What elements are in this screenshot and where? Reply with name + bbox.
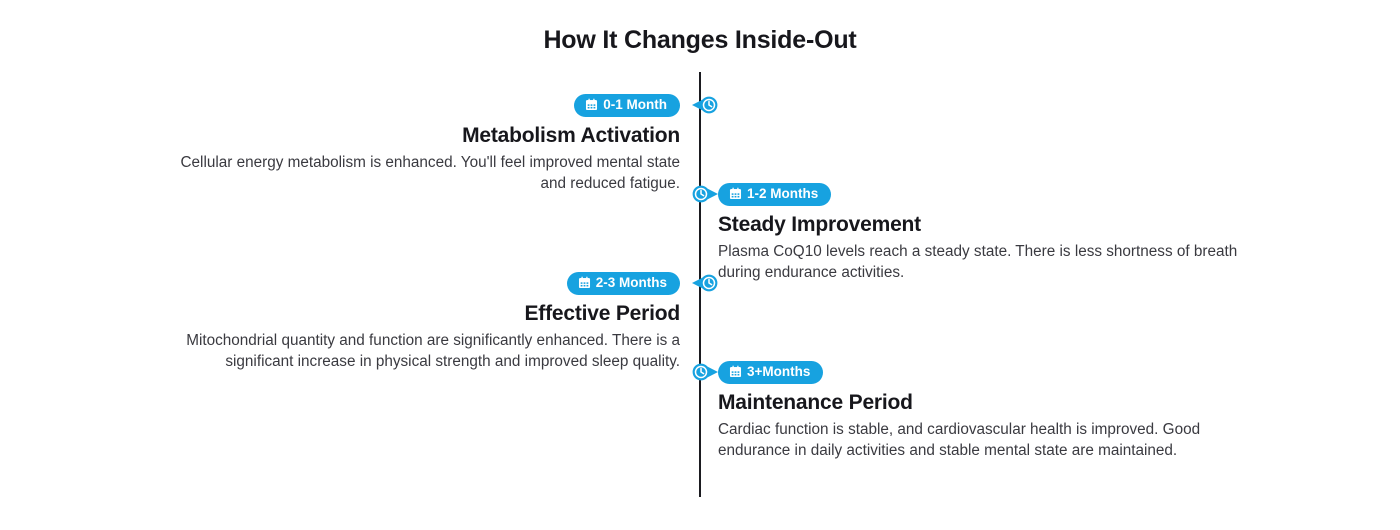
- timeline-description-2: Plasma CoQ10 levels reach a steady state…: [718, 242, 1238, 281]
- timeline-item-3: 2-3 Months Effective Period Mitochondria…: [160, 272, 680, 373]
- timeline-description-1: Cellular energy metabolism is enhanced. …: [180, 153, 681, 192]
- timeline-item-4: 3+Months Maintenance Period Cardiac func…: [718, 361, 1238, 462]
- timeline-item-2: 1-2 Months Steady Improvement Plasma CoQ…: [718, 183, 1238, 284]
- timeline-badge-label-2: 1-2 Months: [747, 186, 819, 201]
- timeline-badge-label-3: 2-3 Months: [595, 275, 667, 290]
- calendar-icon: [578, 276, 591, 289]
- calendar-icon: [585, 98, 598, 111]
- timeline-item-1: 0-1 Month Metabolism Activation Cellular…: [160, 94, 680, 195]
- timeline-title-3: Effective Period: [524, 301, 680, 325]
- timeline-node-1: [690, 95, 720, 115]
- timeline-description-4: Cardiac function is stable, and cardiova…: [718, 420, 1201, 459]
- timeline-badge-2: 1-2 Months: [718, 183, 832, 206]
- timeline-description-3: Mitochondrial quantity and function are …: [186, 331, 680, 370]
- timeline-badge-4: 3+Months: [718, 361, 824, 384]
- timeline-badge-1: 0-1 Month: [574, 94, 680, 117]
- timeline-node-4: [690, 362, 720, 382]
- timeline-badge-label-1: 0-1 Month: [603, 97, 667, 112]
- calendar-icon: [729, 187, 742, 200]
- page-title: How It Changes Inside-Out: [543, 26, 857, 54]
- timeline-title-4: Maintenance Period: [718, 390, 913, 414]
- calendar-icon: [729, 365, 742, 378]
- timeline-badge-3: 2-3 Months: [566, 272, 680, 295]
- timeline-badge-label-4: 3+Months: [747, 364, 811, 379]
- timeline-node-2: [690, 184, 720, 204]
- timeline-title-2: Steady Improvement: [718, 212, 921, 236]
- timeline-title-1: Metabolism Activation: [462, 123, 680, 147]
- timeline-node-3: [690, 273, 720, 293]
